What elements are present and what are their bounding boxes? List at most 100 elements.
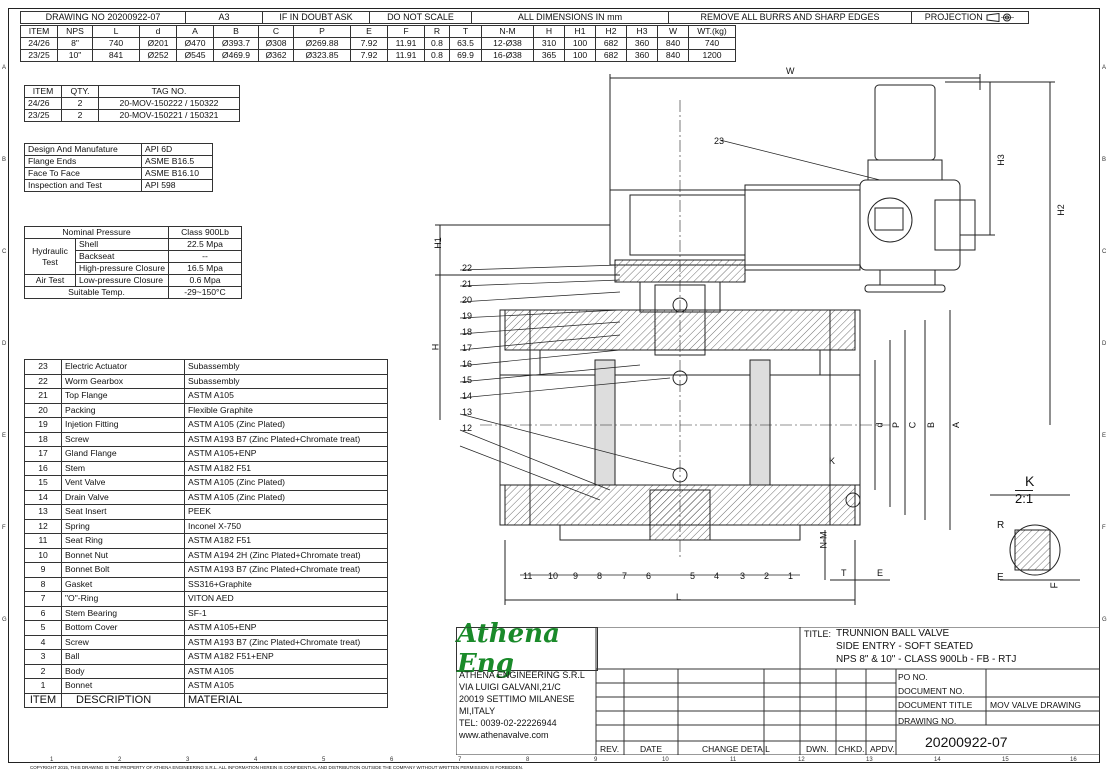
label-r: R	[997, 520, 1005, 531]
dim-cell: Ø393.7	[213, 37, 259, 50]
label-w: W	[786, 66, 795, 76]
bom-cell: ASTM A182 F51	[184, 460, 388, 476]
dim-header-cell: W	[657, 25, 689, 38]
dim-header-cell: C	[258, 25, 294, 38]
bom-cell: 15	[24, 475, 62, 491]
bom-cell: Injetion Fitting	[61, 417, 185, 433]
change-col: CHANGE DETAIL	[702, 744, 770, 754]
dim-cell: 10"	[57, 49, 93, 62]
zone-letter: G	[1102, 617, 1107, 623]
valve-assembly-drawing	[435, 74, 1080, 605]
dim-cell: 365	[533, 49, 565, 62]
dim-cell: 11.91	[387, 37, 425, 50]
actuator-motor	[874, 84, 936, 161]
bom-cell: SS316+Graphite	[184, 576, 388, 592]
dim-cell: 0.8	[424, 37, 450, 50]
bom-cell: ASTM A105 (Zinc Plated)	[184, 417, 388, 433]
balloon-number: 13	[462, 407, 473, 417]
label-p: P	[891, 421, 902, 429]
label-f: F	[1049, 582, 1061, 589]
dim-header-cell: L	[92, 25, 140, 38]
tag-header-qty: QTY.	[61, 85, 99, 98]
projection-cell: PROJECTION	[911, 11, 1029, 24]
bom-cell: 1	[24, 678, 62, 694]
bom-cell: Electric Actuator	[61, 359, 185, 375]
bom-cell: ASTM A105	[184, 678, 388, 694]
dim-cell: 840	[657, 37, 689, 50]
balloon-number: 23	[714, 136, 725, 146]
bom-cell: ASTM A105+ENP	[184, 446, 388, 462]
zone-number: 11	[730, 757, 737, 763]
dim-header-cell: H3	[626, 25, 658, 38]
zone-letter: F	[1102, 525, 1106, 531]
dim-cell: 360	[626, 49, 658, 62]
bom-cell: Ball	[61, 649, 185, 665]
bom-cell: 19	[24, 417, 62, 433]
tag-cell: 2	[61, 109, 99, 122]
bom-cell: Gasket	[61, 576, 185, 592]
drawing-no-value: 20200922-07	[925, 734, 1008, 750]
design-cell: API 6D	[141, 143, 213, 156]
dim-header-cell: ITEM	[20, 25, 58, 38]
drawing-frame	[8, 8, 1100, 763]
dim-header-cell: T	[449, 25, 482, 38]
bom-cell: 9	[24, 562, 62, 578]
dim-cell: Ø252	[139, 49, 177, 62]
apdv-col: APDV.	[870, 744, 895, 754]
bom-cell: Bonnet Nut	[61, 547, 185, 563]
bom-cell: 22	[24, 373, 62, 389]
label-a: A	[951, 421, 962, 429]
balloon-number: 10	[548, 571, 559, 581]
dim-cell: 682	[595, 37, 627, 50]
bom-cell: Seat Ring	[61, 533, 185, 549]
dim-cell: 1200	[688, 49, 736, 62]
tag-header-tagno: TAG NO.	[98, 85, 240, 98]
bom-cell: 13	[24, 504, 62, 520]
doc-title-label: DOCUMENT TITLE	[898, 700, 973, 710]
design-cell: Face To Face	[24, 167, 142, 180]
zone-letter: G	[2, 617, 7, 623]
zone-letter: C	[1102, 249, 1107, 255]
temp-value: -29~150°C	[167, 286, 242, 299]
doc-title-value: MOV VALVE DRAWING	[990, 700, 1081, 710]
bom-cell: Screw	[61, 431, 185, 447]
company-info: ATHENA ENGINEERING S.R.L VIA LUIGI GALVA…	[459, 670, 585, 740]
zone-number: 2	[118, 757, 122, 763]
high-pressure-value: 16.5 Mpa	[167, 262, 242, 275]
po-label: PO NO.	[898, 672, 928, 682]
bom-cell: PEEK	[184, 504, 388, 520]
balloon-number: 7	[622, 571, 628, 581]
title-line-1: TRUNNION BALL VALVE	[836, 628, 950, 639]
bom-cell: ASTM A193 B7 (Zinc Plated+Chromate treat…	[184, 634, 388, 650]
dim-header-cell: d	[139, 25, 177, 38]
bom-cell: Flexible Graphite	[184, 402, 388, 418]
bom-cell: 16	[24, 460, 62, 476]
label-c: C	[907, 421, 918, 429]
bom-cell: 10	[24, 547, 62, 563]
zone-number: 12	[798, 757, 805, 763]
bom-cell: 17	[24, 446, 62, 462]
zone-number: 4	[254, 757, 258, 763]
label-b: B	[926, 421, 937, 429]
detail-k-scale: 2:1	[1015, 490, 1034, 506]
bom-cell: 2	[24, 663, 62, 679]
bom-cell: Bonnet Bolt	[61, 562, 185, 578]
bom-cell: 8	[24, 576, 62, 592]
bom-cell: ASTM A193 B7 (Zinc Plated+Chromate treat…	[184, 562, 388, 578]
zone-letter: C	[2, 249, 7, 255]
shell-label: Shell	[75, 238, 169, 251]
design-cell: ASME B16.10	[141, 167, 213, 180]
zone-number: 10	[662, 757, 669, 763]
zone-letter: A	[1102, 65, 1107, 71]
zone-number: 1	[50, 757, 54, 763]
zone-number: 15	[1002, 757, 1009, 763]
bom-cell: "O"-Ring	[61, 591, 185, 607]
